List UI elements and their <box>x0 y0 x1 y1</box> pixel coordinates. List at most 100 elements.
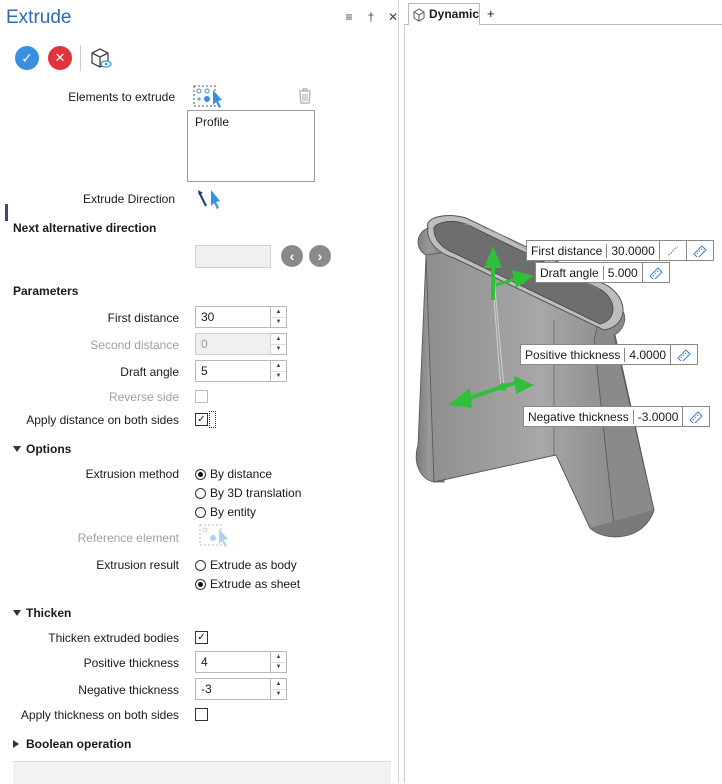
elements-list[interactable]: Profile <box>187 110 315 182</box>
reverse-side-label: Reverse side <box>108 390 179 404</box>
increment-icon[interactable]: ▲ <box>271 679 286 690</box>
focus-indicator <box>209 411 216 428</box>
next-direction-button[interactable]: › <box>309 245 331 267</box>
first-distance-label: First distance <box>107 311 179 325</box>
select-direction-icon[interactable] <box>196 188 226 210</box>
ruler-icon[interactable] <box>670 345 697 364</box>
parameters-heading: Parameters <box>13 284 79 298</box>
both-sides-label: Apply distance on both sides <box>26 413 179 427</box>
decrement-icon: ▼ <box>275 346 282 353</box>
extrusion-method-label: Extrusion method <box>85 467 179 481</box>
increment-icon[interactable]: ▲ <box>271 652 286 663</box>
second-distance-label: Second distance <box>90 338 179 352</box>
decrement-icon[interactable]: ▼ <box>275 664 282 671</box>
draft-angle-stepper[interactable]: 5 ▲▼ <box>195 360 287 382</box>
reverse-side-checkbox <box>195 390 208 403</box>
direction-label: Extrude Direction <box>82 192 175 206</box>
method-by-translation-radio[interactable]: By 3D translation <box>195 486 301 500</box>
first-distance-tag[interactable]: First distance 30.0000 <box>526 240 714 261</box>
curve-icon[interactable] <box>658 241 686 260</box>
delete-icon[interactable] <box>298 88 312 104</box>
radio-label: By entity <box>210 505 257 519</box>
collapse-arrow-icon[interactable] <box>13 609 21 616</box>
positive-thickness-tag[interactable]: Positive thickness 4.0000 <box>520 344 699 365</box>
decrement-icon[interactable]: ▼ <box>275 373 282 380</box>
tag-label: Positive thickness <box>525 347 621 362</box>
positive-thickness-stepper[interactable]: 4 ▲▼ <box>195 651 287 673</box>
tab-dynamic-label: Dynamic <box>429 7 480 21</box>
collapse-arrow-icon[interactable] <box>13 445 21 452</box>
reference-element-icon <box>199 524 228 547</box>
radio-label: Extrude as body <box>210 558 297 572</box>
thicken-heading[interactable]: Thicken <box>13 606 71 620</box>
select-elements-icon[interactable] <box>193 85 225 109</box>
boolean-heading-label: Boolean operation <box>26 737 132 751</box>
decrement-icon[interactable]: ▼ <box>275 691 282 698</box>
ruler-icon[interactable] <box>685 241 713 260</box>
tab-dynamic[interactable]: Dynamic <box>408 3 480 25</box>
tag-value[interactable]: -3.0000 <box>632 409 683 424</box>
options-heading[interactable]: Options <box>13 442 71 456</box>
negative-thickness-tag[interactable]: Negative thickness -3.0000 <box>523 406 711 427</box>
result-body-radio[interactable]: Extrude as body <box>195 558 297 572</box>
negative-thickness-stepper[interactable]: -3 ▲▼ <box>195 678 287 700</box>
extrusion-result-label: Extrusion result <box>96 558 179 572</box>
tag-value[interactable]: 5.000 <box>602 265 642 280</box>
negative-thickness-input[interactable]: -3 <box>195 678 271 700</box>
positive-thickness-label: Positive thickness <box>83 656 179 670</box>
first-distance-input[interactable]: 30 <box>195 306 271 328</box>
apply-thickness-both-checkbox[interactable] <box>195 708 208 721</box>
increment-icon[interactable]: ▲ <box>271 361 286 372</box>
cancel-button[interactable]: ✕ <box>48 46 72 70</box>
ok-button[interactable]: ✓ <box>15 46 39 70</box>
positive-thickness-input[interactable]: 4 <box>195 651 271 673</box>
thicken-heading-label: Thicken <box>26 606 72 620</box>
tag-label: Negative thickness <box>528 409 629 424</box>
negative-thickness-label: Negative thickness <box>78 683 179 697</box>
options-heading-label: Options <box>26 442 72 456</box>
method-by-entity-radio[interactable]: By entity <box>195 505 256 519</box>
boolean-heading[interactable]: Boolean operation <box>13 737 131 751</box>
second-distance-input: 0 <box>195 333 271 355</box>
tag-label: Draft angle <box>540 265 599 280</box>
radio-label: By 3D translation <box>210 486 302 500</box>
tag-label: First distance <box>531 243 603 258</box>
both-sides-checkbox[interactable]: ✓ <box>195 413 208 426</box>
panel-title: Extrude <box>6 7 72 28</box>
alt-direction-field[interactable] <box>195 245 271 268</box>
thicken-bodies-checkbox[interactable]: ✓ <box>195 631 208 644</box>
section-marker <box>5 204 8 221</box>
radio-label: By distance <box>210 467 273 481</box>
increment-icon: ▲ <box>271 334 286 345</box>
second-distance-stepper: 0 ▲▼ <box>195 333 287 355</box>
method-by-distance-radio[interactable]: By distance <box>195 467 272 481</box>
panel-footer <box>13 761 391 784</box>
ruler-icon[interactable] <box>682 407 709 426</box>
expand-arrow-icon[interactable] <box>13 739 19 748</box>
cube-icon <box>413 8 425 22</box>
first-distance-stepper[interactable]: 30 ▲▼ <box>195 306 287 328</box>
tag-value[interactable]: 4.0000 <box>624 347 670 362</box>
increment-icon[interactable]: ▲ <box>271 307 286 318</box>
radio-label: Extrude as sheet <box>210 577 301 591</box>
pin-icon[interactable]: † <box>367 10 375 24</box>
menu-icon[interactable]: ≡ <box>345 10 353 24</box>
list-item[interactable]: Profile <box>195 115 230 129</box>
reference-element-label: Reference element <box>77 531 179 545</box>
preview-icon[interactable] <box>88 45 114 71</box>
tab-divider <box>404 24 722 25</box>
toolbar-divider <box>80 45 81 71</box>
previous-direction-button[interactable]: ‹ <box>281 245 303 267</box>
add-tab-button[interactable]: + <box>487 6 495 21</box>
draft-angle-input[interactable]: 5 <box>195 360 271 382</box>
draft-angle-tag[interactable]: Draft angle 5.000 <box>535 262 670 283</box>
close-icon[interactable]: ✕ <box>387 10 399 24</box>
draft-angle-label: Draft angle <box>120 365 179 379</box>
ruler-icon[interactable] <box>641 263 669 282</box>
tag-value[interactable]: 30.0000 <box>606 243 658 258</box>
apply-thickness-both-label: Apply thickness on both sides <box>20 708 179 722</box>
decrement-icon[interactable]: ▼ <box>275 319 282 326</box>
next-alt-heading: Next alternative direction <box>13 221 157 235</box>
viewport-border <box>404 25 405 783</box>
result-sheet-radio[interactable]: Extrude as sheet <box>195 577 300 591</box>
